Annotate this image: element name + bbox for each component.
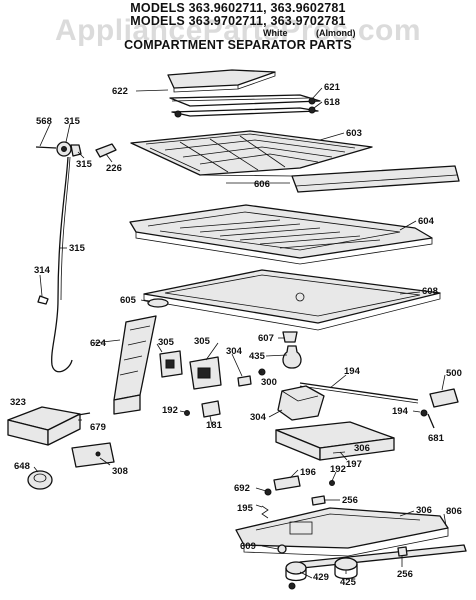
label-194-a: 194 xyxy=(344,366,361,377)
label-315-c: 315 xyxy=(69,243,86,254)
label-568: 568 xyxy=(36,116,52,127)
part-195-spring[interactable] xyxy=(261,505,269,519)
label-692: 692 xyxy=(234,483,250,494)
label-622: 622 xyxy=(112,86,128,97)
part-604-shelf-frame[interactable] xyxy=(129,204,433,265)
label-197: 197 xyxy=(346,459,362,470)
part-256-clip[interactable] xyxy=(311,495,326,506)
part-305-light-switch[interactable] xyxy=(189,356,222,390)
part-429-knob[interactable] xyxy=(285,561,307,590)
part-308-bracket[interactable] xyxy=(71,442,115,468)
label-606: 606 xyxy=(254,179,270,190)
part-315-thermostat-knob[interactable] xyxy=(35,141,82,157)
label-621: 621 xyxy=(324,82,341,93)
part-500-harness-connector[interactable] xyxy=(429,388,459,408)
label-648: 648 xyxy=(14,461,30,472)
part-305-switch-housing[interactable] xyxy=(159,350,183,378)
part-618-rail-assembly[interactable] xyxy=(169,94,321,118)
label-305-a: 305 xyxy=(158,337,175,348)
section-title: COMPARTMENT SEPARATOR PARTS xyxy=(124,38,352,52)
part-435-light-bulb[interactable] xyxy=(282,345,302,369)
label-429: 429 xyxy=(313,572,329,583)
part-648-damper-motor[interactable] xyxy=(27,470,53,490)
label-306-b: 306 xyxy=(416,505,432,516)
label-195: 195 xyxy=(237,503,254,514)
part-606-front-trim[interactable] xyxy=(199,165,460,193)
models-line-2: MODELS 363.9702711, 363.9702781 xyxy=(130,14,346,28)
color-variant-row: White (Almond) xyxy=(0,28,476,39)
part-304-damper-control[interactable] xyxy=(277,385,325,421)
part-315-capillary-tube[interactable] xyxy=(51,156,73,373)
label-256-a: 256 xyxy=(342,495,358,506)
label-181: 181 xyxy=(206,420,223,431)
label-603: 603 xyxy=(346,128,362,139)
label-304-b: 304 xyxy=(250,412,267,423)
part-181-bracket[interactable] xyxy=(201,400,221,418)
label-435: 435 xyxy=(249,351,266,362)
part-609-spacer[interactable] xyxy=(277,544,287,554)
part-256-clip-lower[interactable] xyxy=(397,546,408,557)
part-192-screw-lower[interactable] xyxy=(329,480,335,486)
label-425: 425 xyxy=(340,577,357,588)
label-194-b: 194 xyxy=(392,406,409,417)
label-681: 681 xyxy=(428,433,445,444)
label-679: 679 xyxy=(90,422,106,433)
part-806-trim-strip[interactable] xyxy=(299,544,467,569)
label-609: 609 xyxy=(240,541,256,552)
part-622-top-bracket[interactable] xyxy=(167,69,276,93)
label-315-a: 315 xyxy=(64,116,81,127)
part-603-glass-shelf[interactable] xyxy=(130,130,373,176)
color-white-label: White xyxy=(263,28,288,38)
part-304-connector[interactable] xyxy=(237,375,252,387)
leader-lines xyxy=(33,87,447,579)
part-226-knob-stem[interactable] xyxy=(95,143,117,158)
label-308: 308 xyxy=(112,466,128,477)
part-679-mounting-plate[interactable] xyxy=(77,412,91,416)
part-323-control-box[interactable] xyxy=(7,406,81,446)
part-labels: 622 621 618 603 568 315 315 226 606 604 … xyxy=(10,82,462,588)
label-605: 605 xyxy=(120,295,137,306)
label-500: 500 xyxy=(446,368,462,379)
part-605-grommet[interactable] xyxy=(147,298,169,308)
label-608: 608 xyxy=(422,286,438,297)
label-306-a: 306 xyxy=(354,443,370,454)
part-681-terminal[interactable] xyxy=(420,409,435,429)
label-323: 323 xyxy=(10,397,26,408)
label-256-b: 256 xyxy=(397,569,413,580)
label-604: 604 xyxy=(418,216,435,227)
part-692-screw[interactable] xyxy=(264,488,272,496)
label-305-b: 305 xyxy=(194,336,211,347)
part-306-197-cover[interactable] xyxy=(275,421,395,461)
label-314: 314 xyxy=(34,265,51,276)
label-304-a: 304 xyxy=(226,346,243,357)
label-300: 300 xyxy=(261,377,277,388)
label-315-b: 315 xyxy=(76,159,93,170)
label-618: 618 xyxy=(324,97,340,108)
part-306-lower-housing[interactable] xyxy=(235,507,449,557)
label-607: 607 xyxy=(258,333,274,344)
part-624-air-duct[interactable] xyxy=(113,315,157,415)
part-194-wire-harness[interactable] xyxy=(299,382,419,404)
part-196-retainer[interactable] xyxy=(273,475,301,491)
part-608-base-pan[interactable] xyxy=(143,269,441,331)
part-314-clip[interactable] xyxy=(37,295,49,305)
diagram-header: MODELS 363.9602711, 363.9602781 MODELS 3… xyxy=(0,0,476,56)
color-almond-label: (Almond) xyxy=(316,28,356,38)
label-624: 624 xyxy=(90,338,107,349)
models-line-1: MODELS 363.9602711, 363.9602781 xyxy=(130,1,346,15)
label-192-a: 192 xyxy=(162,405,178,416)
part-425-knob[interactable] xyxy=(334,557,358,580)
label-806: 806 xyxy=(446,506,462,517)
label-192-b: 192 xyxy=(330,464,346,475)
label-226: 226 xyxy=(106,163,122,174)
part-607-lamp-socket[interactable] xyxy=(282,331,298,343)
label-196: 196 xyxy=(300,467,316,478)
part-192-screw[interactable] xyxy=(184,410,190,416)
